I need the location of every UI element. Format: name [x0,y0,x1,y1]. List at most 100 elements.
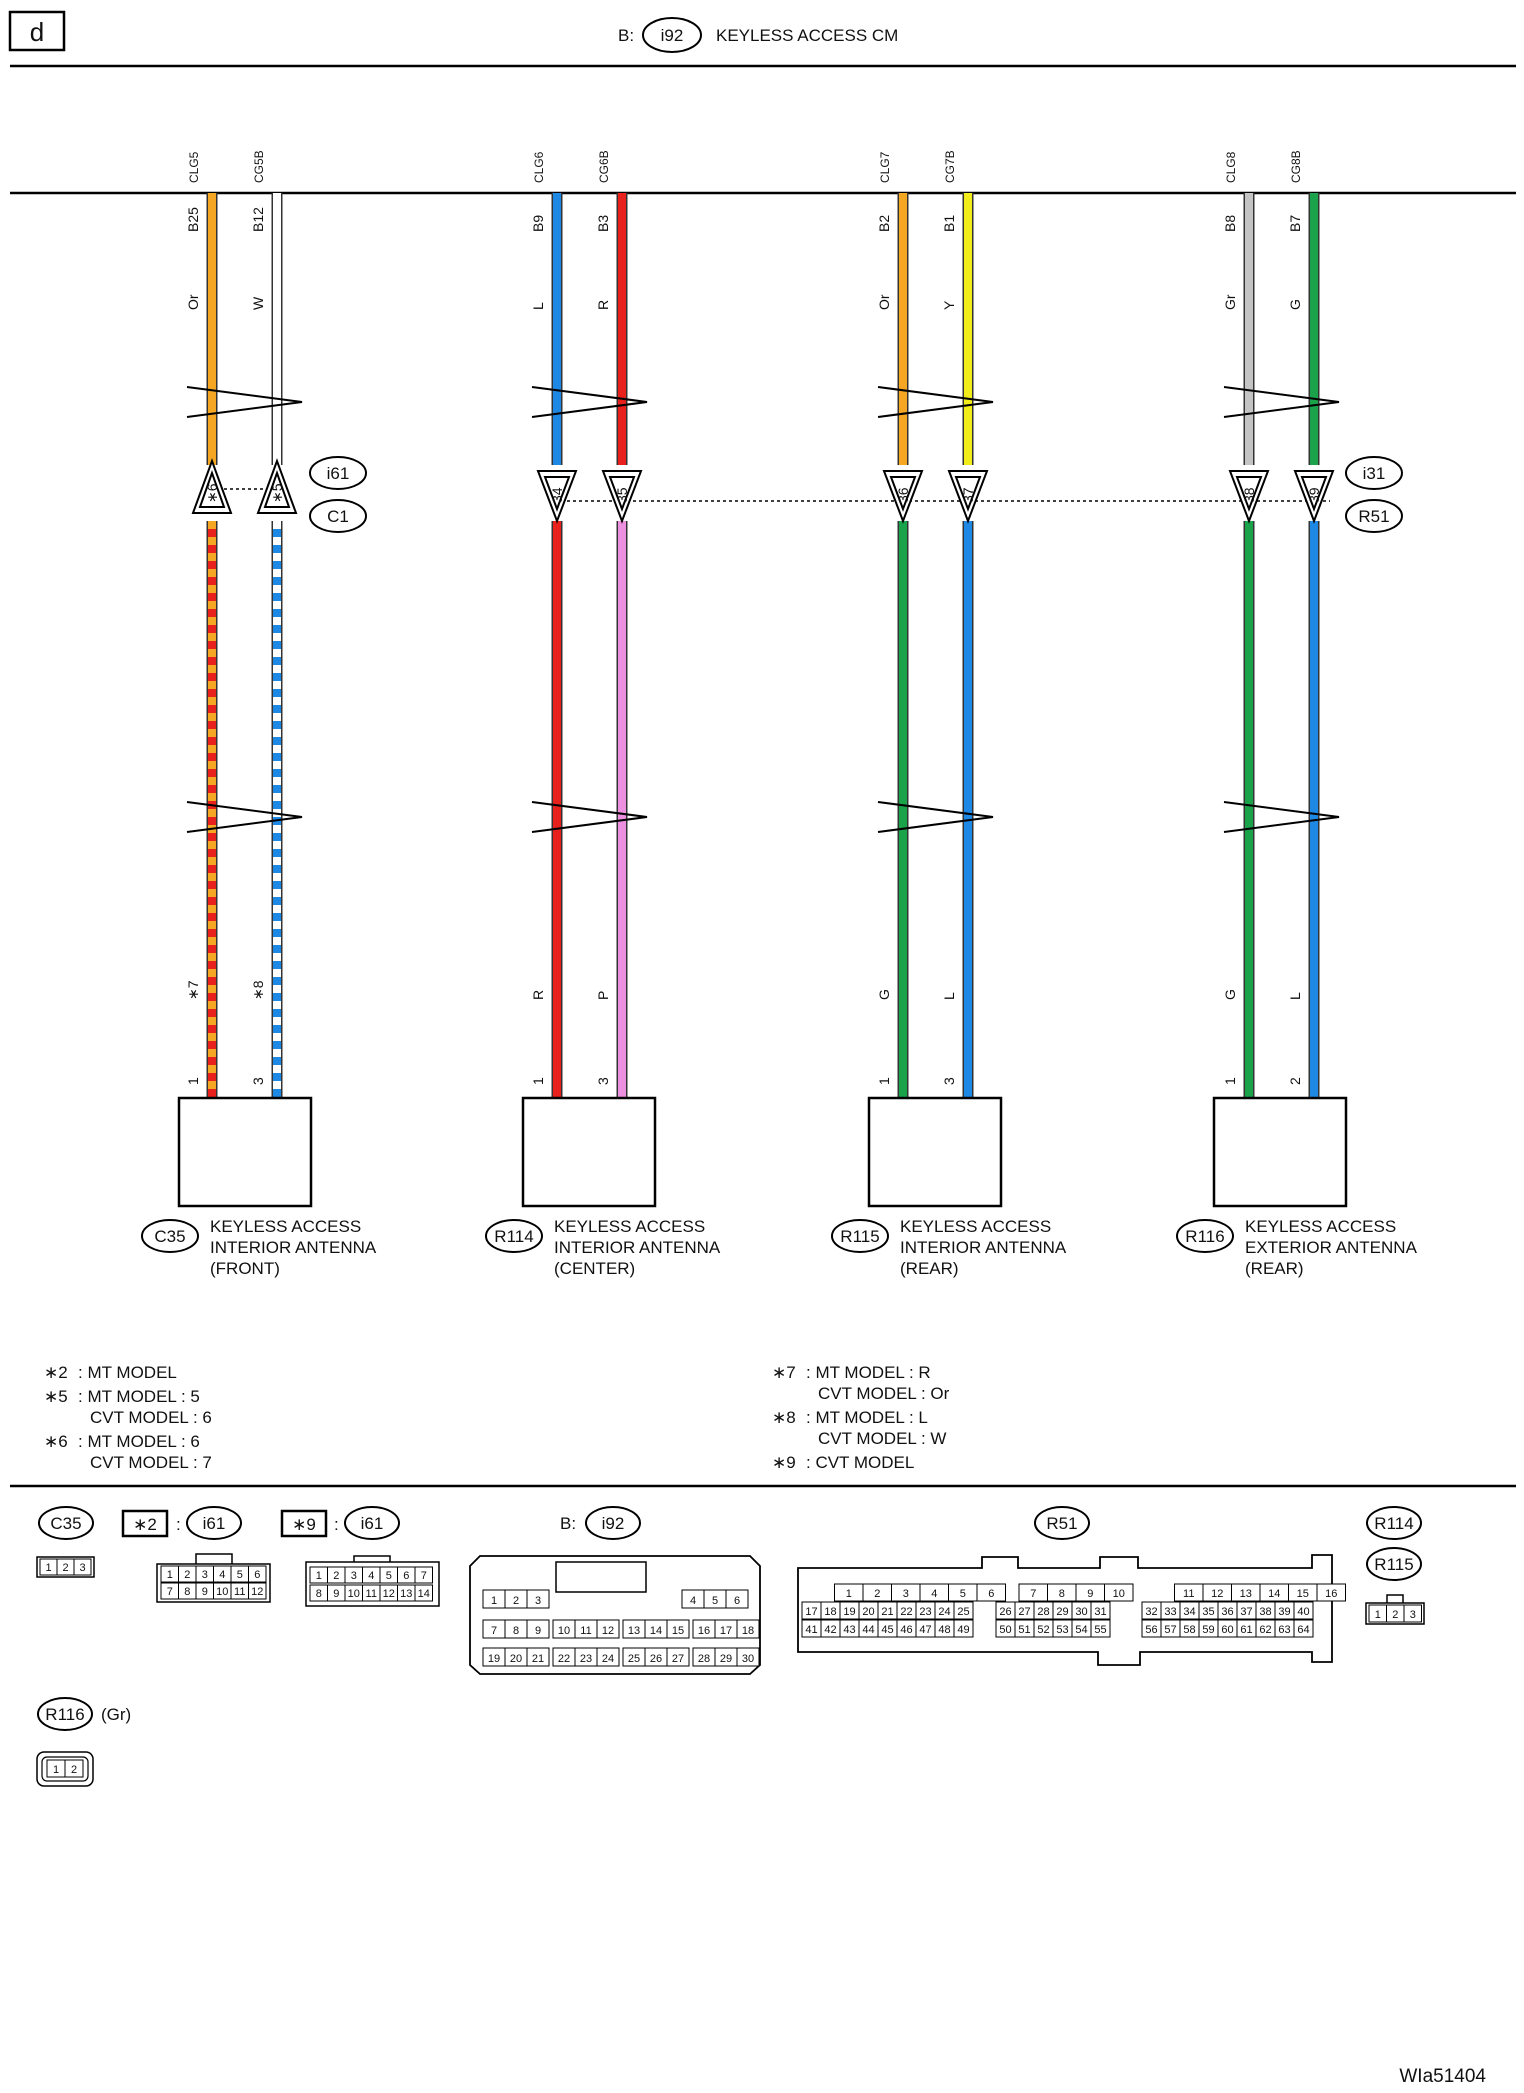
wire-pin-label: B8 [1222,215,1238,232]
pin-label: 13 [400,1588,412,1600]
component-id: C35 [154,1227,185,1246]
mid-pin-label: 37 [960,487,976,503]
pin-label: 7 [1030,1588,1036,1600]
wire-break-mark [531,386,648,418]
pin-label: 61 [1240,1624,1252,1636]
wire-lower-color-label: G [1222,989,1238,1000]
pin-label: 27 [672,1653,684,1665]
pin-label: 2 [71,1764,77,1776]
pin-label: 40 [1297,1606,1309,1618]
wire-lower-color-label: ∗7 [185,980,201,1000]
pin-label: 5 [386,1570,392,1582]
wire-pin-label: B9 [530,215,546,232]
footer-code: WIa51404 [1399,2066,1486,2087]
top-connector-name: KEYLESS ACCESS CM [716,26,898,45]
pin-label: 2 [333,1570,339,1582]
i92-oval [585,1506,641,1540]
pin-label: 1 [316,1570,322,1582]
note-line: : MT MODEL [78,1363,177,1382]
page-letter-box [8,10,66,52]
pin-label: 14 [418,1588,430,1600]
pin-label: 20 [510,1653,522,1665]
mid-connector-i31: i31 [1345,456,1403,490]
pin-label: 6 [734,1595,740,1607]
pin-label: 25 [957,1606,969,1618]
wire-color-label: G [1287,299,1303,310]
pin-label: 10 [558,1625,570,1637]
pin-label: 45 [881,1624,893,1636]
pin-label: 5 [960,1588,966,1600]
pin-label: 31 [1094,1606,1106,1618]
wire-end-pin-label: 2 [1287,1077,1303,1085]
note-line: CVT MODEL : W [818,1429,946,1448]
mid-connector-i61: i61 [309,456,367,490]
wire-color-label: Gr [1222,294,1238,310]
r116-color: (Gr) [101,1705,131,1724]
pin-label: 38 [1259,1606,1271,1618]
pin-label: 12 [383,1588,395,1600]
pin-label: 47 [919,1624,931,1636]
wire-signal-label: CLG7 [878,151,892,183]
wire-end-pin-label: 1 [1222,1077,1238,1085]
note-line: : MT MODEL : 5 [78,1387,200,1406]
pin-label: 63 [1278,1624,1290,1636]
i61-cvt-mark: ∗9 [292,1515,316,1534]
svg-text:R51: R51 [1358,507,1389,526]
pin-label: 18 [824,1606,836,1618]
pin-label: 11 [1183,1588,1194,1600]
pin-label: 24 [938,1606,950,1618]
pin-label: 48 [938,1624,950,1636]
c35-id: C35 [50,1514,81,1533]
component-box [177,1096,313,1208]
svg-text:C1: C1 [327,507,349,526]
wire-signal-label: CG5B [252,150,266,183]
r115-id: R115 [1374,1555,1413,1574]
component-box [1212,1096,1348,1208]
pin-label: 52 [1037,1624,1049,1636]
i92-id: i92 [602,1514,625,1533]
component-id: R115 [840,1227,879,1246]
pin-label: 6 [403,1570,409,1582]
pin-label: 27 [1018,1606,1030,1618]
pin-label: 30 [742,1653,754,1665]
pin-label: 2 [184,1569,190,1581]
pin-label: 28 [1037,1606,1049,1618]
pin-label: 25 [628,1653,640,1665]
wire-end-pin-label: 1 [876,1077,892,1085]
wire-pin-label: B12 [250,207,266,232]
wire-break-mark [1223,801,1340,833]
pin-label: 14 [1268,1588,1280,1600]
pin-label: 36 [1221,1606,1233,1618]
pin-label: 17 [805,1606,817,1618]
pin-label: 1 [45,1562,51,1574]
mid-connector-r51: R51 [1345,499,1403,533]
component-name-line: KEYLESS ACCESS [554,1217,705,1236]
pin-label: 11 [580,1625,591,1637]
wire-color-label: Or [185,294,201,310]
component-id-oval [485,1219,543,1253]
wire-end-pin-label: 3 [595,1077,611,1085]
pin-label: 22 [900,1606,912,1618]
pin-label: 19 [843,1606,855,1618]
pin-label: 49 [957,1624,969,1636]
component-id-oval [831,1219,889,1253]
pin-label: 3 [79,1562,85,1574]
page-letter: d [30,17,44,47]
pin-label: 39 [1278,1606,1290,1618]
pin-label: 1 [53,1764,59,1776]
pin-label: 1 [491,1595,497,1607]
pin-label: 15 [1297,1588,1309,1600]
top-connector-oval [642,17,702,53]
